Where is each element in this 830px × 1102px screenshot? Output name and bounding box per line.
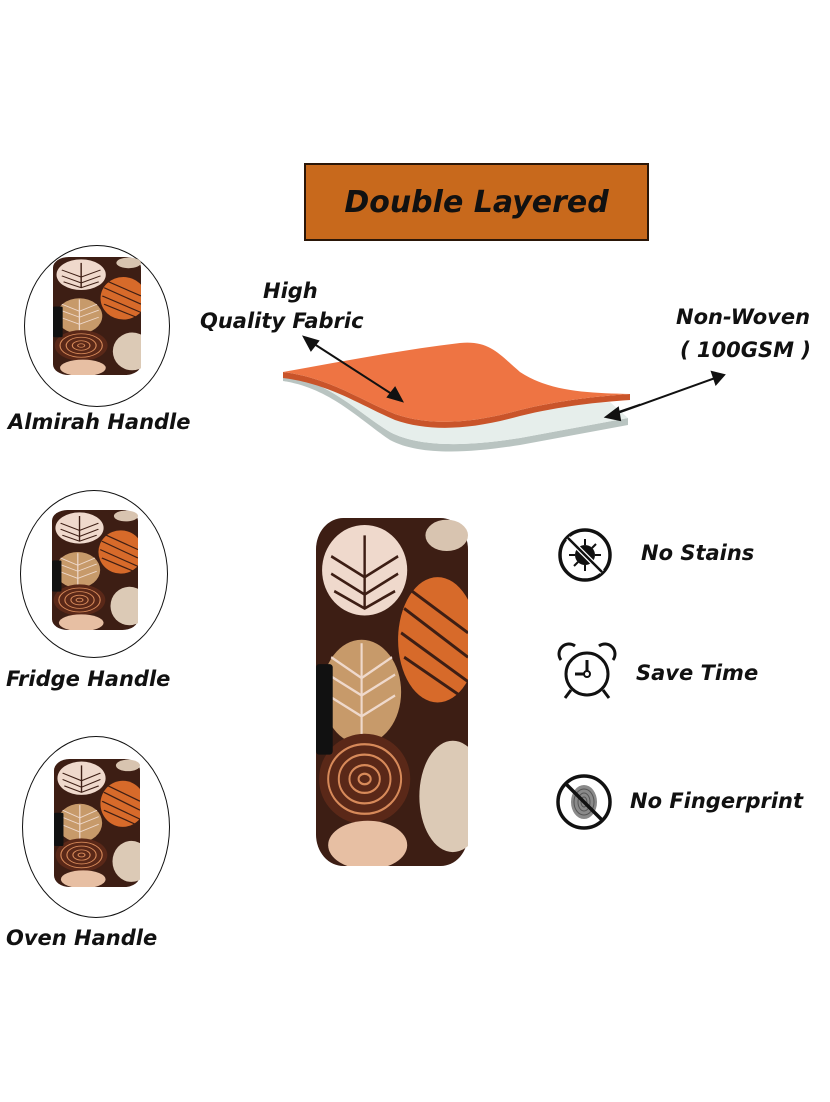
no-fingerprint-icon	[556, 774, 612, 830]
top-layer-label-line1: High	[263, 279, 318, 303]
bottom-layer-label-line1: Non-Woven	[676, 305, 811, 329]
feature-label-no-fingerprint: No Fingerprint	[630, 789, 804, 813]
fridge-handle-image-frame	[20, 490, 168, 658]
almirah-handle-image	[53, 257, 141, 375]
alarm-clock-icon	[557, 642, 617, 699]
page-title: Double Layered	[344, 184, 609, 220]
top-layer-label-line2: Quality Fabric	[200, 309, 364, 333]
feature-label-save-time: Save Time	[636, 661, 759, 685]
use-label-fridge: Fridge Handle	[6, 667, 171, 691]
oven-handle-image-frame	[22, 736, 170, 918]
bottom-layer-label-line2: ( 100GSM )	[680, 338, 811, 362]
fridge-handle-image	[52, 510, 138, 630]
title-banner: Double Layered	[304, 163, 649, 241]
feature-label-no-stains: No Stains	[641, 541, 755, 565]
layers-diagram	[283, 335, 640, 452]
arrow-icon	[301, 335, 640, 416]
oven-handle-image	[54, 759, 140, 887]
product-image	[316, 518, 468, 866]
use-label-oven: Oven Handle	[6, 926, 158, 950]
use-label-almirah: Almirah Handle	[8, 410, 191, 434]
no-virus-icon	[558, 528, 612, 582]
almirah-handle-image-frame	[24, 245, 170, 407]
bottom-layer-arrow	[603, 370, 726, 422]
